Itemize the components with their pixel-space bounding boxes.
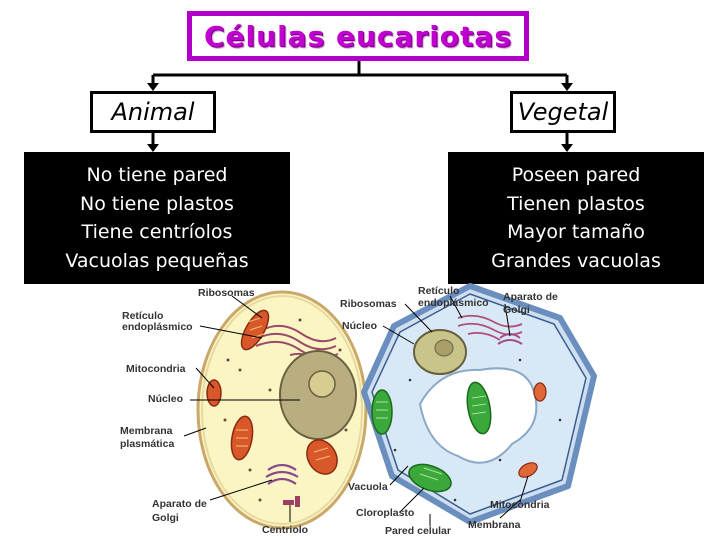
- plant-label-mitocondria: Mitocondria: [490, 499, 550, 511]
- plant-label-ribosomas: Ribosomas: [340, 298, 397, 310]
- plant-label-reticulo-2: endoplásmico: [418, 297, 489, 309]
- plant-label-reticulo: Retículo: [418, 285, 459, 297]
- animal-label-nucleo: Núcleo: [148, 393, 183, 405]
- animal-label-membrana: Membrana: [120, 425, 173, 437]
- animal-label-membrana-2: plasmática: [120, 438, 174, 450]
- plant-label-cloroplasto: Cloroplasto: [356, 507, 414, 519]
- animal-label-golgi-2: Golgi: [152, 512, 179, 524]
- animal-label-ribosomas: Ribosomas: [198, 287, 255, 299]
- animal-nucleolus: [309, 371, 335, 397]
- plant-label-golgi: Aparato de: [503, 291, 558, 303]
- plant-label-golgi-2: Golgi: [503, 304, 530, 316]
- plant-label-pared: Pared celular: [385, 525, 451, 537]
- animal-cell: [184, 292, 366, 528]
- plant-label-membrana: Membrana: [468, 519, 521, 531]
- animal-label-centriolo: Centriolo: [262, 524, 308, 536]
- animal-label-reticulo-2: endoplásmico: [122, 321, 193, 333]
- plant-cell: [364, 286, 594, 526]
- animal-label-golgi: Aparato de: [152, 498, 207, 510]
- animal-label-mitocondria: Mitocondria: [126, 363, 186, 375]
- plant-label-vacuola: Vacuola: [348, 481, 388, 493]
- plant-label-nucleo: Núcleo: [342, 320, 377, 332]
